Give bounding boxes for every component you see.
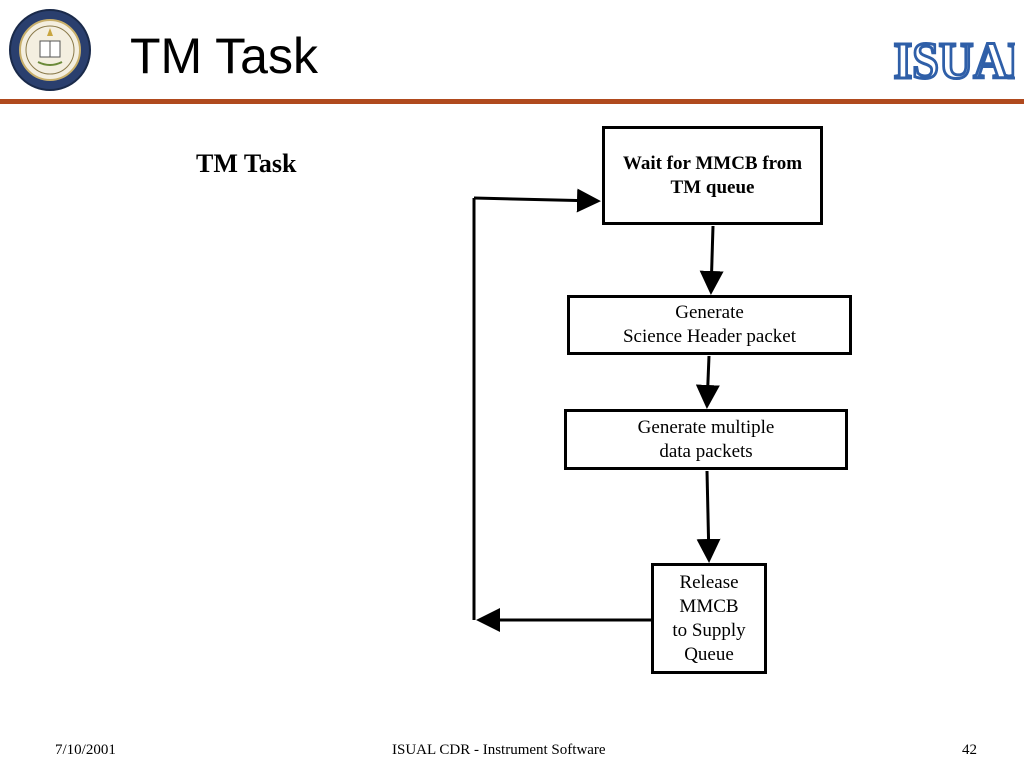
- node-line: Release: [679, 571, 739, 593]
- edge-header-to-data: [695, 355, 720, 409]
- footer-title: ISUAL CDR - Instrument Software: [392, 742, 606, 758]
- node-line: Generate multiple: [637, 416, 775, 438]
- node-release-mmcb: Release MMCB to Supply Queue: [651, 563, 767, 674]
- node-line: Generate: [675, 302, 744, 323]
- footer-page-number: 42: [962, 742, 977, 758]
- logo-text: ISUAL: [894, 31, 1015, 88]
- slide-title: TM Task: [130, 28, 318, 84]
- node-line: Wait for MMCB from: [622, 152, 803, 174]
- node-line: Queue: [684, 643, 734, 665]
- node-line: MMCB: [679, 595, 739, 617]
- edge-wait-to-header: [699, 225, 724, 295]
- edge-data-to-release: [696, 470, 721, 563]
- node-generate-data-packets: Generate multiple data packets: [564, 409, 848, 470]
- edge-loop-to-wait: [473, 188, 601, 213]
- node-line: Science Header packet: [622, 326, 796, 347]
- title-divider: [0, 99, 1024, 104]
- university-seal-icon: [9, 9, 91, 91]
- node-line: data packets: [659, 440, 753, 462]
- node-wait-for-mmcb: Wait for MMCB from TM queue: [602, 126, 823, 225]
- isual-logo: ISUAL: [892, 30, 1015, 88]
- node-line: TM queue: [670, 176, 755, 198]
- diagram-title: TM Task: [196, 149, 297, 178]
- node-line: to Supply: [672, 619, 746, 641]
- node-generate-science-header: Generate Science Header packet: [567, 295, 852, 355]
- footer-date: 7/10/2001: [55, 742, 116, 758]
